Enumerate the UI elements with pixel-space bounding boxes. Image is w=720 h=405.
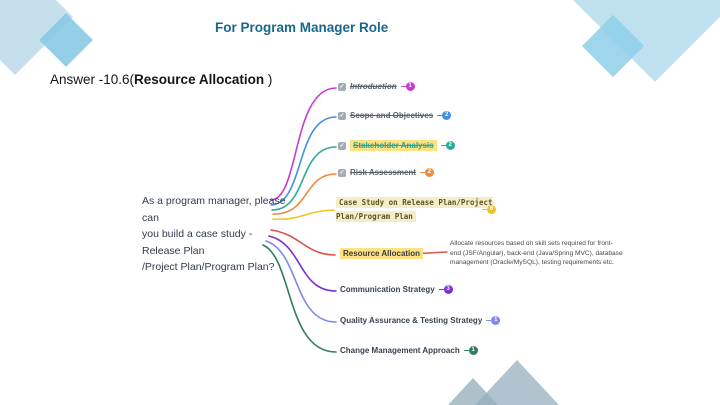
badge-count: 1 <box>491 316 501 325</box>
badge-dash <box>400 85 406 88</box>
collapse-badge[interactable]: 2 <box>440 141 455 150</box>
collapse-badge[interactable]: 1 <box>463 346 478 355</box>
mindmap-branch-quality[interactable]: Quality Assurance & Testing Strategy 1 <box>340 316 501 325</box>
mindmap-branch-stakeholder[interactable]: ✓ Stakeholder Analysis 2 <box>338 140 455 151</box>
collapse-badge[interactable]: 1 <box>400 82 415 91</box>
badge-count: 1 <box>405 82 415 91</box>
badge-dash <box>437 114 443 117</box>
mindmap-root-node[interactable]: As a program manager, please can you bui… <box>142 195 286 273</box>
page-title: For Program Manager Role <box>215 20 389 35</box>
badge-count: 3 <box>443 285 453 294</box>
branch-label: Resource Allocation <box>340 248 424 259</box>
branch-label: Communication Strategy <box>340 285 435 294</box>
checkbox-icon[interactable]: ✓ <box>338 141 346 150</box>
mindmap-branch-scope[interactable]: ✓ Scope and Objectives 2 <box>338 111 452 120</box>
checkbox-icon[interactable]: ✓ <box>338 82 346 91</box>
badge-dash <box>438 288 444 291</box>
badge-dash <box>463 349 469 352</box>
collapse-badge[interactable]: 2 <box>437 111 452 120</box>
mindmap-branch-communication[interactable]: Communication Strategy 3 <box>340 285 453 294</box>
badge-dash <box>440 144 446 147</box>
mindmap-branch-introduction[interactable]: ✓ Introduction 1 <box>338 82 415 91</box>
badge-dash <box>419 171 425 174</box>
answer-topic: Resource Allocation <box>134 72 265 87</box>
mindmap-branch-case-study[interactable]: Case Study on Release Plan/Project Plan/… <box>336 196 493 224</box>
badge-count: 6 <box>487 205 496 214</box>
mindmap-branch-resource[interactable]: Resource Allocation <box>340 248 424 259</box>
branch-label: Quality Assurance & Testing Strategy <box>340 316 483 325</box>
badge-count: 2 <box>424 168 434 177</box>
branch-label: Risk Assessment <box>350 168 416 177</box>
branch-label: Scope and Objectives <box>350 111 434 120</box>
badge-count: 2 <box>445 141 455 150</box>
answer-line: Answer -10.6(Resource Allocation ) <box>50 72 272 87</box>
branch-label: Change Management Approach <box>340 346 460 355</box>
answer-prefix: Answer -10.6( <box>50 72 135 87</box>
checkbox-icon[interactable]: ✓ <box>338 111 346 120</box>
branch-label: Case Study on Release Plan/Project Plan/… <box>336 197 493 222</box>
connector-scope <box>270 116 337 206</box>
branch-label: Stakeholder Analysis <box>350 140 437 151</box>
checkbox-icon[interactable]: ✓ <box>338 168 346 177</box>
badge-dash <box>486 319 492 322</box>
badge-dash <box>482 208 487 211</box>
answer-suffix: ) <box>264 72 273 87</box>
branch-label: Introduction <box>350 82 397 91</box>
badge-count: 2 <box>442 111 452 120</box>
collapse-badge[interactable]: 1 <box>486 316 501 325</box>
collapse-badge[interactable]: 2 <box>419 168 434 177</box>
connector-introduction <box>270 87 337 201</box>
decor-triangle-bottom-large <box>475 360 559 405</box>
mindmap-branch-change[interactable]: Change Management Approach 1 <box>340 346 478 355</box>
badge-count: 1 <box>468 346 478 355</box>
collapse-badge[interactable]: 3 <box>438 285 453 294</box>
resource-allocation-note: Allocate resources based on skill sets r… <box>450 240 623 267</box>
collapse-badge-case-study[interactable]: 6 <box>482 205 496 214</box>
mindmap-branch-risk[interactable]: ✓ Risk Assessment 2 <box>338 168 434 177</box>
